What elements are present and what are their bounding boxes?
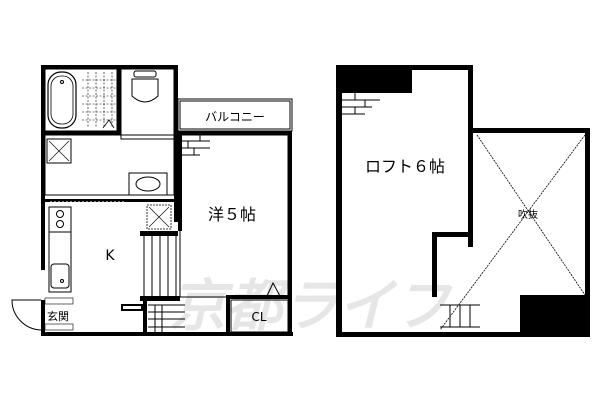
staircase-icon — [143, 236, 185, 332]
bathtub-icon — [47, 71, 77, 129]
entrance-label: 玄関 — [47, 309, 69, 323]
entrance-door-icon — [11, 299, 42, 331]
watermark-text: 京都ライフ — [170, 274, 453, 339]
loft-floor-plan: ロフト６帖 吹抜 — [336, 65, 590, 337]
balcony-label: バルコニー — [205, 110, 265, 124]
kitchen-label: K — [105, 248, 115, 264]
brick-wall-icon — [180, 135, 210, 156]
toilet-icon — [131, 78, 159, 103]
shower-floor-icon — [82, 72, 117, 128]
loft-staircase-icon — [440, 304, 480, 328]
loft-label: ロフト６帖 — [365, 157, 445, 176]
washing-machine-icon — [46, 138, 72, 164]
ground-floor-plan: バルコニー K — [11, 65, 293, 336]
toilet-tank-icon — [133, 70, 157, 78]
western-room-label: 洋５帖 — [208, 205, 256, 224]
washbasin-icon — [128, 172, 168, 196]
kitchen-sink-icon — [50, 263, 70, 289]
void-label: 吹抜 — [518, 208, 538, 221]
kitchen-counter — [48, 231, 72, 293]
closet-label: CL — [251, 310, 266, 324]
fridge-space-icon — [146, 204, 172, 230]
loft-brick-wall-icon — [342, 93, 380, 115]
